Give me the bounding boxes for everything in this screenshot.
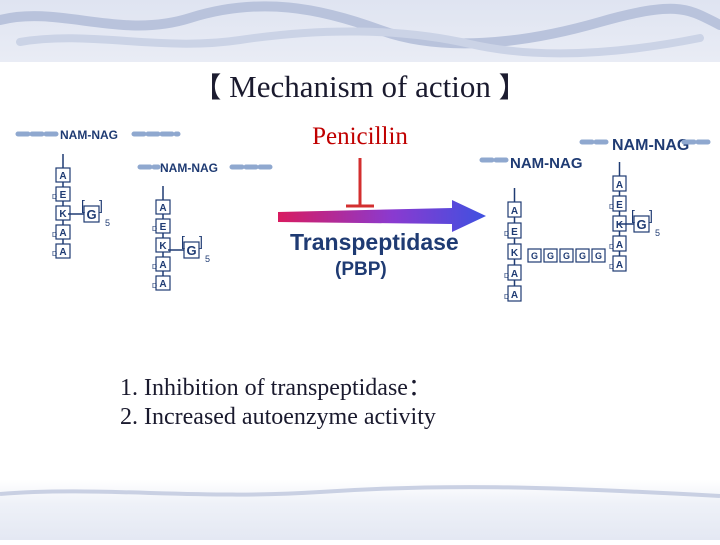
left2-bracket-open: [ bbox=[181, 233, 185, 249]
left2-residue-1-residue: E bbox=[160, 222, 167, 233]
left1-bridge-box bbox=[83, 205, 100, 223]
left2-bridge-count: 5 bbox=[205, 254, 210, 264]
right1-residue-1-residue: E bbox=[511, 227, 518, 238]
left1-residue-2-residue: K bbox=[59, 209, 67, 220]
crosslink-bridge-3-box bbox=[575, 248, 590, 263]
right1-residue-3-residue: A bbox=[511, 269, 518, 280]
right2-d-prefix-3: D bbox=[609, 244, 614, 251]
crosslink-bridge-2-residue: G bbox=[563, 251, 570, 261]
left1-residue-1-box bbox=[55, 186, 71, 202]
left2-d-prefix-4: D bbox=[152, 283, 157, 290]
left1-bracket-open: [ bbox=[81, 197, 85, 213]
right1-residue-0-residue: A bbox=[511, 206, 518, 217]
left1-residue-4-box bbox=[55, 243, 71, 259]
crosslink-bridge-3-residue: G bbox=[579, 251, 586, 261]
left2-residue-3-box bbox=[155, 256, 171, 272]
right2-bridge-count: 5 bbox=[655, 228, 660, 238]
left1-residue-2-box bbox=[55, 205, 71, 221]
footer-wave-decoration bbox=[0, 485, 720, 498]
right2-bridge-residue: G bbox=[636, 217, 646, 232]
left2-residue-4-residue: A bbox=[159, 279, 166, 290]
crosslink-bridge-0-box bbox=[527, 248, 542, 263]
right1-residue-2-residue: K bbox=[511, 248, 519, 259]
mechanism-item-2: 2. Increased autoenzyme activity bbox=[120, 404, 436, 430]
left1-glycan-label: NAM-NAG bbox=[60, 128, 118, 142]
right2-residue-0-box bbox=[612, 175, 627, 192]
left2-glycan-label: NAM-NAG bbox=[160, 161, 218, 175]
mechanism-item-1: 1. Inhibition of transpeptidase： bbox=[120, 375, 432, 401]
right2-bridge-box bbox=[633, 215, 650, 233]
right2-residue-1-box bbox=[612, 195, 627, 212]
right2-residue-4-box bbox=[612, 255, 627, 272]
title-open-bracket: 【 bbox=[193, 71, 222, 104]
left2-bridge-box bbox=[183, 241, 200, 259]
footer-decoration-band bbox=[0, 480, 720, 540]
left1-d-prefix-4: D bbox=[52, 251, 57, 258]
right1-glycan-label: NAM-NAG bbox=[510, 155, 583, 172]
left1-residue-4-residue: A bbox=[59, 247, 66, 258]
left1-d-prefix-3: D bbox=[52, 232, 57, 239]
right1-residue-3-box bbox=[507, 264, 522, 281]
left1-residue-0-box bbox=[55, 167, 71, 183]
right1-residue-4-box bbox=[507, 285, 522, 302]
right2-residue-3-residue: A bbox=[616, 240, 623, 251]
left1-bridge-residue: G bbox=[86, 207, 96, 222]
header-wave-decoration bbox=[0, 1, 720, 58]
right2-bracket-close: ] bbox=[649, 207, 653, 223]
right1-residue-2-box bbox=[507, 243, 522, 260]
right1-d-prefix-3: D bbox=[504, 273, 509, 280]
right1-d-prefix-1: D bbox=[504, 231, 509, 238]
left2-residue-3-residue: A bbox=[159, 260, 166, 271]
right2-glycan-label: NAM-NAG bbox=[612, 137, 689, 154]
pbp-label: (PBP) bbox=[335, 259, 387, 280]
left1-d-prefix-1: D bbox=[52, 194, 57, 201]
left1-bridge-count: 5 bbox=[105, 218, 110, 228]
left2-residue-4-box bbox=[155, 275, 171, 291]
right1-residue-1-box bbox=[507, 222, 522, 239]
crosslink-bridge-0-residue: G bbox=[531, 251, 538, 261]
right2-residue-2-residue: K bbox=[616, 220, 624, 231]
right2-d-prefix-4: D bbox=[609, 264, 614, 271]
crosslink-bridge-1-box bbox=[543, 248, 558, 263]
left2-d-prefix-3: D bbox=[152, 264, 157, 271]
left1-bracket-close: ] bbox=[99, 197, 103, 213]
crosslink-bridge-1-residue: G bbox=[547, 251, 554, 261]
slide-title: 【 Mechanism of action 】 bbox=[0, 66, 720, 106]
left2-bracket-close: ] bbox=[199, 233, 203, 249]
right2-residue-4-residue: A bbox=[616, 260, 623, 271]
penicillin-label: Penicillin bbox=[312, 123, 408, 150]
header-decoration-band bbox=[0, 0, 720, 62]
left1-residue-3-residue: A bbox=[59, 228, 66, 239]
transpeptidase-arrow bbox=[278, 200, 486, 232]
left2-residue-2-residue: K bbox=[159, 241, 167, 252]
left2-residue-0-box bbox=[155, 199, 171, 215]
right2-bracket-open: [ bbox=[631, 207, 635, 223]
right1-d-prefix-4: D bbox=[504, 294, 509, 301]
crosslink-bridge-4-residue: G bbox=[595, 251, 602, 261]
right2-d-prefix-1: D bbox=[609, 204, 614, 211]
right2-residue-3-box bbox=[612, 235, 627, 252]
right2-residue-1-residue: E bbox=[616, 200, 623, 211]
transpeptidase-label: Transpeptidase bbox=[290, 229, 459, 255]
title-text: Mechanism of action bbox=[229, 69, 491, 104]
right2-residue-0-residue: A bbox=[616, 180, 623, 191]
left2-residue-2-box bbox=[155, 237, 171, 253]
left1-residue-1-residue: E bbox=[60, 190, 67, 201]
right1-residue-0-box bbox=[507, 201, 522, 218]
left2-d-prefix-1: D bbox=[152, 226, 157, 233]
left1-residue-0-residue: A bbox=[59, 171, 66, 182]
left2-residue-1-box bbox=[155, 218, 171, 234]
left2-bridge-residue: G bbox=[186, 243, 196, 258]
crosslink-bridge-2-box bbox=[559, 248, 574, 263]
left2-residue-0-residue: A bbox=[159, 203, 166, 214]
right1-residue-4-residue: A bbox=[511, 290, 518, 301]
crosslink-bridge-4-box bbox=[591, 248, 606, 263]
title-close-bracket: 】 bbox=[498, 71, 527, 104]
left1-residue-3-box bbox=[55, 224, 71, 240]
